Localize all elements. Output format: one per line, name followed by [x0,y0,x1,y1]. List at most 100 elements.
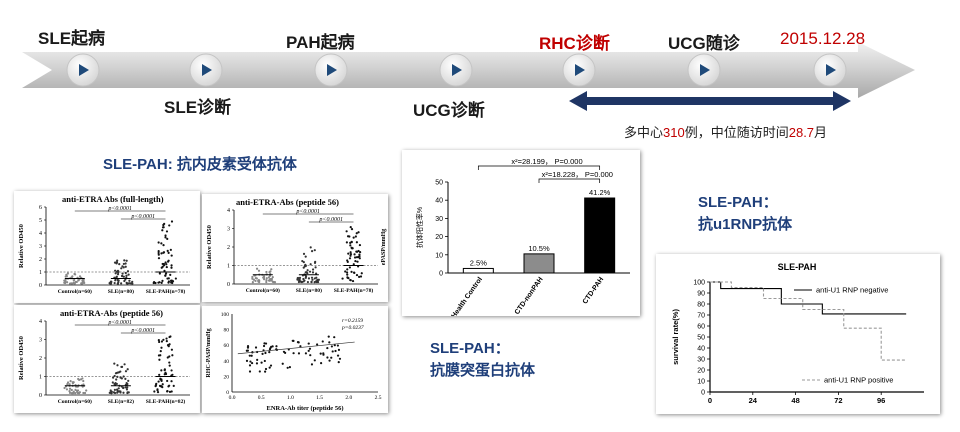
followup-double-arrow [569,91,851,111]
data-point [169,248,172,251]
group-label: SLE(n=80) [296,287,322,294]
data-point [275,345,278,348]
data-point [159,350,162,353]
data-point [117,279,120,282]
data-point [346,268,349,271]
data-point [268,274,272,277]
data-point [122,275,125,278]
y-tick-label: 70 [697,313,705,320]
data-point [264,367,268,371]
data-point [304,264,307,267]
data-point [360,272,363,275]
data-point [341,277,344,280]
bar-value-label: 41.2% [589,188,611,197]
data-point [245,359,249,362]
data-point [309,246,312,249]
y-tick-label: 10 [435,252,443,259]
data-point [345,241,348,244]
timeline-node-5 [562,53,596,87]
data-point [158,358,161,361]
data-point [114,372,118,375]
data-point [356,250,359,253]
y-tick-label: 80 [224,328,230,334]
data-point [71,392,75,395]
data-point [82,391,85,395]
data-point [66,272,69,275]
data-point [352,271,356,274]
data-point [160,266,163,269]
y-tick-label: 2 [39,356,42,362]
bar-value-label: 2.5% [470,258,487,267]
data-point [161,229,164,232]
data-point [354,259,357,263]
data-point [124,377,127,380]
group-label: Control(n=60) [58,398,92,405]
y-tick-label: 2 [227,245,230,251]
data-point [76,391,79,394]
data-point [63,386,66,390]
data-point [170,390,173,393]
data-point [122,386,125,389]
data-point [260,361,263,364]
play-icon [575,64,585,76]
data-point [64,280,67,283]
data-point [349,254,352,257]
group-label: SLE-PAH(n=78) [146,288,186,295]
data-point [352,263,355,266]
data-point [81,377,84,380]
y-tick-label: 1 [227,264,230,270]
timeline-top-label-1: SLE起病 [38,29,106,48]
data-point [267,276,270,279]
data-point [157,281,160,284]
data-point [128,279,131,282]
y-tick-label: 1 [39,375,42,381]
x-tick-label: 2.0 [345,395,352,401]
data-point [314,260,317,264]
data-point [357,231,360,234]
data-point [113,374,116,378]
plot1-title: anti-ETRA Abs (full-length) [62,194,164,204]
data-point [157,339,160,342]
data-point [353,253,356,256]
data-point [298,278,301,281]
data-point [72,381,75,384]
data-point [306,280,310,284]
data-point [170,264,173,267]
x-tick-label: 48 [791,396,799,405]
data-point [255,267,259,270]
data-point [122,375,125,378]
data-point [112,376,115,379]
data-point [345,271,349,274]
data-point [167,281,170,284]
data-point [302,261,305,264]
data-point [349,226,352,229]
data-point [170,369,173,372]
data-point [174,277,177,280]
y-tick-label: 30 [697,357,705,364]
data-point [157,257,161,260]
data-point [66,281,69,284]
data-point [258,370,261,373]
data-point [168,343,171,346]
data-point [116,364,119,367]
data-point [157,380,160,383]
data-point [164,234,167,237]
right-section-title: SLE-PAH： 抗u1RNP抗体 [698,194,793,233]
data-point [68,391,72,395]
group-label: SLE-PAH(n=82) [146,398,186,405]
y-axis-label: Relative OD450 [206,225,213,269]
data-point [120,377,123,380]
data-point [281,362,284,365]
data-point [164,274,167,277]
data-point [306,269,309,272]
data-point [348,257,352,260]
data-point [170,348,173,351]
timeline-top-label-3: RHC诊断 [539,34,610,53]
play-icon [452,64,462,76]
data-point [127,379,130,382]
data-point [263,359,266,363]
